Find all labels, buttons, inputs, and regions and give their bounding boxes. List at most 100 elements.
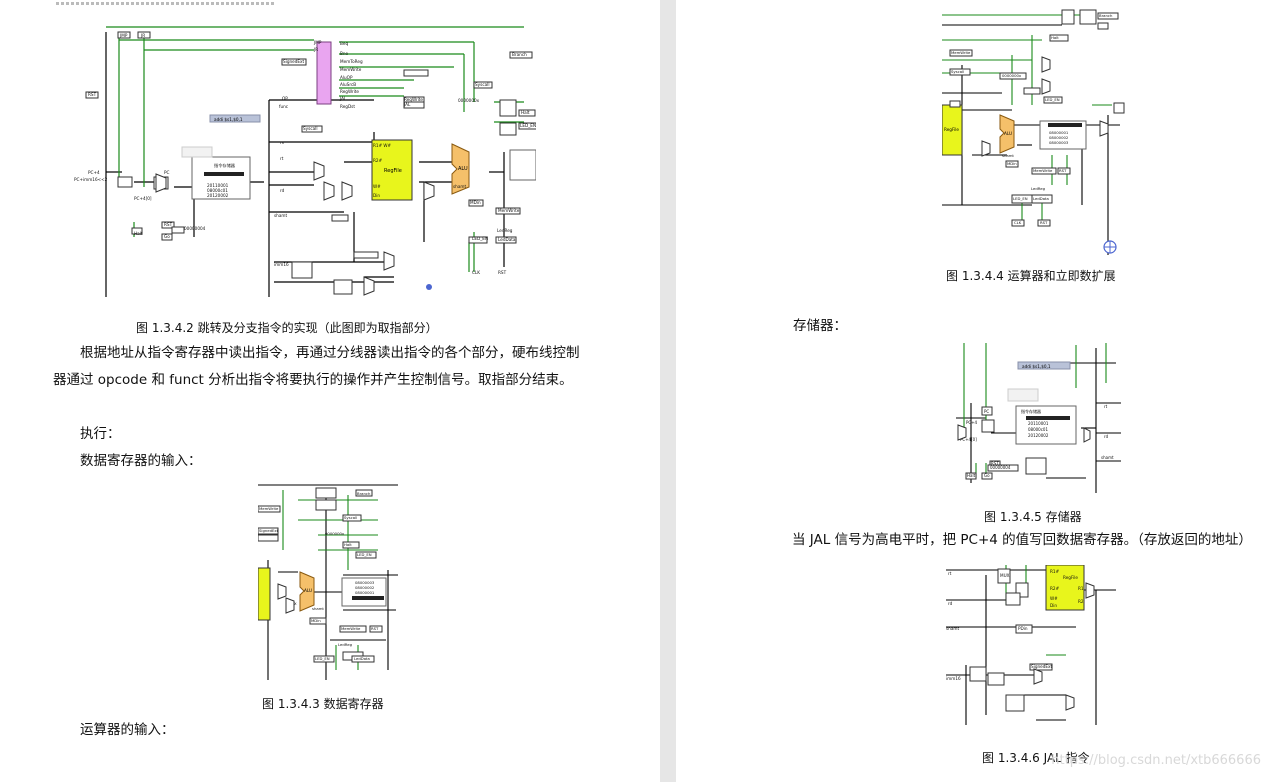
svg-text:SignedExt: SignedExt	[283, 59, 304, 64]
svg-text:RST: RST	[1059, 168, 1067, 173]
svg-text:JAL: JAL	[403, 102, 411, 107]
svg-text:MemWrite: MemWrite	[1033, 168, 1053, 173]
svg-text:LedData: LedData	[498, 237, 516, 242]
figure-3-caption: 图 1.3.4.4 运算器和立即数扩展	[946, 269, 1116, 283]
svg-text:func: func	[279, 104, 289, 109]
svg-text:R1#: R1#	[1050, 569, 1060, 574]
svg-text:ALU: ALU	[304, 588, 312, 593]
svg-text:LedData: LedData	[1033, 196, 1049, 201]
left-document-page: RegFile ALU addi $s1,$0,1	[53, 2, 580, 738]
svg-text:0000000x: 0000000x	[325, 531, 345, 536]
svg-text:W#: W#	[1050, 596, 1058, 601]
svg-text:shamt: shamt	[274, 213, 287, 218]
svg-text:ALU: ALU	[458, 166, 468, 172]
svg-text:0000000x: 0000000x	[1002, 73, 1022, 78]
svg-text:PC+4[0]: PC+4[0]	[134, 196, 152, 201]
svg-text:Syscall: Syscall	[951, 69, 964, 74]
svg-text:LedData: LedData	[354, 656, 370, 661]
svg-text:R1: R1	[1078, 586, 1084, 591]
svg-text:rt: rt	[280, 156, 284, 161]
circuit-diagram-fetch: RegFile ALU addi $s1,$0,1	[74, 26, 536, 297]
svg-text:Bne: Bne	[340, 51, 349, 56]
svg-text:MemWrite: MemWrite	[340, 67, 362, 72]
svg-text:RegFile: RegFile	[384, 168, 402, 174]
svg-text:AluOP: AluOP	[340, 75, 353, 80]
figure-4-caption: 图 1.3.4.5 存储器	[984, 510, 1082, 524]
svg-text:LED_EN: LED_EN	[357, 552, 372, 557]
svg-text:LedReg: LedReg	[1031, 186, 1046, 191]
svg-text:08000002: 08000002	[355, 585, 375, 590]
svg-text:PC: PC	[164, 170, 170, 175]
svg-text:MemWrite: MemWrite	[951, 50, 971, 55]
svg-text:20110001: 20110001	[1028, 421, 1049, 426]
svg-text:LED_EN: LED_EN	[1045, 97, 1060, 102]
svg-text:RegDst: RegDst	[340, 104, 355, 109]
svg-text:Syscall: Syscall	[344, 515, 357, 520]
svg-text:Syscall: Syscall	[475, 82, 490, 87]
svg-text:addi $s1,$0,1: addi $s1,$0,1	[1022, 364, 1051, 369]
svg-text:Go: Go	[164, 234, 170, 239]
svg-text:00000004: 00000004	[990, 465, 1011, 470]
svg-text:PC+4[0]: PC+4[0]	[960, 437, 977, 442]
svg-text:LED_EN: LED_EN	[315, 656, 330, 661]
svg-text:RST: RST	[1040, 220, 1048, 225]
svg-text:JR: JR	[140, 33, 145, 38]
svg-text:MemWrite: MemWrite	[259, 506, 279, 511]
svg-text:指令存储器: 指令存储器	[214, 162, 236, 169]
svg-text:Halt: Halt	[344, 542, 352, 547]
svg-text:JAL: JAL	[339, 96, 347, 101]
svg-text:imm16: imm16	[274, 262, 289, 267]
svg-text:Go: Go	[984, 473, 990, 478]
svg-text:shamt: shamt	[1101, 455, 1114, 460]
svg-text:Branch: Branch	[512, 52, 527, 57]
figure-5-caption: 图 1.3.4.6 JAL 指令	[982, 751, 1090, 765]
svg-text:RST: RST	[88, 92, 97, 97]
figure-1-caption: 图 1.3.4.2 跳转及分支指令的实现（此图即为取指部分）	[136, 321, 438, 335]
svg-text:MemToReg: MemToReg	[340, 59, 363, 64]
svg-text:RST: RST	[991, 461, 999, 466]
svg-text:LED_EN: LED_EN	[472, 236, 488, 241]
svg-text:Halt: Halt	[967, 473, 976, 478]
svg-text:R1# W#: R1# W#	[373, 143, 392, 148]
svg-text:rt: rt	[1104, 404, 1108, 409]
exec-label: 执行：	[80, 426, 121, 442]
svg-text:08000001: 08000001	[1049, 130, 1069, 135]
svg-text:20120002: 20120002	[207, 193, 229, 198]
svg-text:20120002: 20120002	[1028, 433, 1049, 438]
svg-text:shamt: shamt	[312, 606, 324, 611]
svg-text:08000003: 08000003	[1049, 140, 1069, 145]
svg-text:Beq: Beq	[340, 41, 348, 46]
svg-text:MUX: MUX	[1000, 573, 1010, 578]
svg-text:PC+4: PC+4	[966, 420, 978, 425]
svg-text:rt: rt	[948, 571, 952, 576]
svg-text:CLK: CLK	[1014, 220, 1022, 225]
svg-text:R2: R2	[1078, 599, 1084, 604]
svg-text:rd: rd	[280, 188, 285, 193]
svg-text:08000001: 08000001	[355, 590, 375, 595]
circuit-diagram-memory: addi $s1,$0,1 指令存储器 2011000108000c012012…	[956, 343, 1121, 493]
svg-text:JMP: JMP	[119, 33, 128, 38]
svg-text:MDin: MDin	[311, 618, 321, 623]
svg-text:MemWrite: MemWrite	[498, 208, 520, 213]
svg-text:ALU: ALU	[1004, 131, 1012, 136]
svg-text:JMP: JMP	[313, 40, 322, 45]
svg-text:00000004: 00000004	[184, 226, 206, 231]
paragraph-fetch-description: 根据地址从指令寄存器中读出指令，再通过分线器读出指令的各个部分，硬布线控制器通过…	[53, 345, 580, 388]
svg-text:LedReg: LedReg	[497, 228, 513, 233]
svg-text:PC+4: PC+4	[88, 170, 100, 175]
svg-text:指令存储器: 指令存储器	[1021, 408, 1041, 414]
svg-text:RegWrite: RegWrite	[340, 89, 359, 94]
svg-text:PC+imm16<<2: PC+imm16<<2	[74, 177, 108, 182]
svg-text:LedReg: LedReg	[338, 642, 353, 647]
page-gutter	[660, 0, 676, 782]
svg-text:Halt: Halt	[521, 110, 530, 115]
svg-text:Din: Din	[373, 193, 380, 198]
jal-description: 当 JAL 信号为高电平时，把 PC+4 的值写回数据寄存器。（存放返回的地址）	[792, 532, 1252, 548]
svg-text:R2#: R2#	[373, 158, 383, 163]
